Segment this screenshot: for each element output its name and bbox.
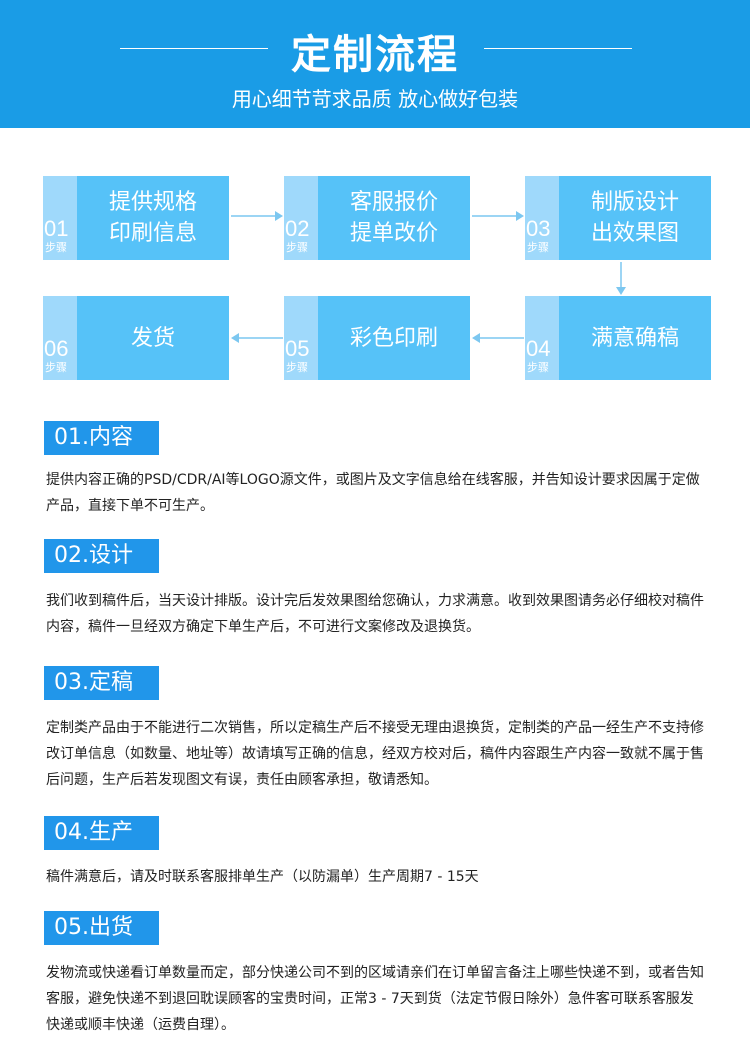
section-badge-design: 02.设计: [44, 539, 159, 573]
step-title: 客服报价 提单改价: [349, 190, 438, 246]
step-1: 01 步骤 提供规格 印刷信息: [43, 176, 229, 260]
step-main-panel: 制版设计 出效果图: [559, 176, 711, 260]
section-badge-production: 04.生产: [44, 816, 159, 850]
step-2: 02 步骤 客服报价 提单改价: [284, 176, 470, 260]
section-text-shipping: 发物流或快递看订单数量而定，部分快递公司不到的区域请亲们在订单留言备注上哪些快递…: [46, 965, 704, 1033]
step-number: 02: [285, 216, 310, 241]
arrow-right-icon: [472, 210, 524, 222]
step-number-panel: [525, 176, 559, 260]
step-title: 提供规格 印刷信息: [108, 190, 197, 246]
step-label-small: 步骤: [45, 241, 67, 254]
step-main-panel: 客服报价 提单改价: [318, 176, 470, 260]
step-label-small: 步骤: [286, 241, 308, 254]
section-badge-finalize: 03.定稿: [44, 666, 159, 700]
step-main-panel: 彩色印刷: [318, 296, 470, 380]
step-number: 03: [526, 216, 551, 241]
step-main-panel: 提供规格 印刷信息: [77, 176, 229, 260]
arrow-left-icon: [472, 332, 524, 344]
section-text-content: 提供内容正确的PSD/CDR/AI等LOGO源文件，或图片及文字信息给在线客服，…: [46, 472, 700, 514]
step-label-small: 步骤: [45, 361, 67, 374]
title-line-right: [484, 48, 632, 49]
step-title: 满意确稿: [590, 325, 679, 351]
step-number-panel: [43, 176, 77, 260]
arrow-left-icon: [231, 332, 283, 344]
step-label-small: 步骤: [527, 241, 549, 254]
step-main-panel: 发货: [77, 296, 229, 380]
section-badge-content: 01.内容: [44, 421, 159, 455]
section-badge-shipping: 05.出货: [44, 911, 159, 945]
step-number-panel: [525, 296, 559, 380]
step-number-panel: [43, 296, 77, 380]
step-title: 彩色印刷: [349, 325, 438, 351]
section-text-production: 稿件满意后，请及时联系客服排单生产（以防漏单）生产周期7 - 15天: [46, 869, 479, 885]
page-subtitle: 用心细节苛求品质 放心做好包装: [231, 87, 519, 111]
step-title: 制版设计 出效果图: [590, 190, 679, 246]
step-number: 04: [526, 336, 551, 361]
arrow-down-icon: [615, 262, 627, 295]
step-4: 04 步骤 满意确稿: [525, 296, 711, 380]
step-title: 发货: [130, 325, 175, 351]
step-main-panel: 满意确稿: [559, 296, 711, 380]
title-line-left: [120, 48, 268, 49]
step-number-panel: [284, 296, 318, 380]
section-text-design: 我们收到稿件后，当天设计排版。设计完后发效果图给您确认，力求满意。收到效果图请务…: [46, 593, 704, 635]
step-number: 01: [44, 216, 69, 241]
section-text-finalize: 定制类产品由于不能进行二次销售，所以定稿生产后不接受无理由退换货，定制类的产品一…: [46, 720, 704, 788]
step-number-panel: [284, 176, 318, 260]
arrow-right-icon: [231, 210, 283, 222]
step-5: 05 步骤 彩色印刷: [284, 296, 470, 380]
step-number: 05: [285, 336, 310, 361]
page-title: 定制流程: [291, 32, 459, 78]
step-6: 06 步骤 发货: [43, 296, 229, 380]
step-3: 03 步骤 制版设计 出效果图: [525, 176, 711, 260]
header-banner: 定制流程 用心细节苛求品质 放心做好包装: [0, 0, 750, 128]
step-label-small: 步骤: [527, 361, 549, 374]
step-label-small: 步骤: [286, 361, 308, 374]
step-number: 06: [44, 336, 69, 361]
